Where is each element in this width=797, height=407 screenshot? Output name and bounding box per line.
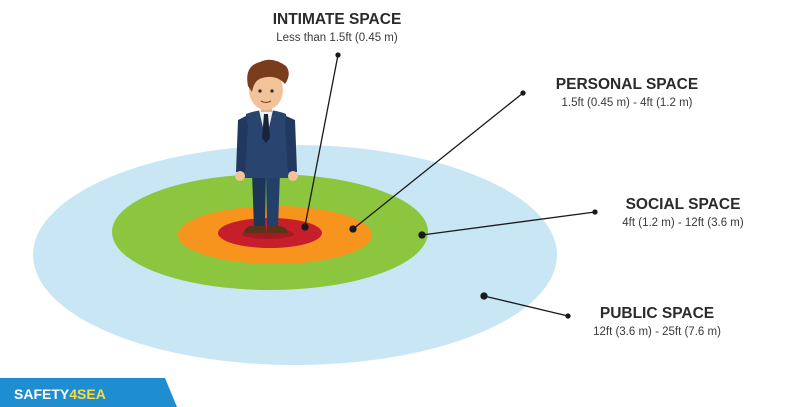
right-hand	[288, 171, 298, 181]
public-pointer-dot	[480, 292, 488, 300]
intimate-pointer-dot	[301, 223, 309, 231]
logo-text-part2: 4SEA	[69, 386, 106, 402]
public-space-range: 12ft (3.6 m) - 25ft (7.6 m)	[593, 326, 721, 338]
jacket	[242, 110, 292, 178]
public-pointer-end	[565, 313, 571, 319]
right-shoe	[267, 226, 288, 233]
social-space-range: 4ft (1.2 m) - 12ft (3.6 m)	[622, 217, 744, 229]
personal-pointer-dot	[349, 225, 357, 233]
public-pointer-line	[483, 295, 569, 317]
man-standing-figure	[235, 59, 298, 239]
mouth	[260, 100, 272, 104]
intimate-pointer-line	[304, 54, 339, 227]
personal-pointer-line	[352, 92, 524, 230]
left-hand	[235, 171, 245, 181]
intimate-pointer-end	[335, 52, 341, 58]
intimate-space-title: INTIMATE SPACE	[273, 11, 402, 28]
logo-text-part1: SAFETY	[14, 386, 70, 402]
personal-space-title: PERSONAL SPACE	[556, 76, 698, 93]
right-eye	[270, 89, 274, 93]
hair	[247, 59, 289, 92]
right-leg	[266, 172, 280, 228]
social-space-title: SOCIAL SPACE	[626, 196, 741, 213]
public-space-title: PUBLIC SPACE	[600, 305, 714, 322]
social-pointer-line	[421, 211, 596, 236]
safety4sea-logo: SAFETY4SEA	[0, 378, 177, 407]
left-shoe	[244, 226, 266, 233]
social-pointer-end	[592, 209, 598, 215]
intimate-space-range: Less than 1.5ft (0.45 m)	[276, 32, 398, 44]
personal-space-range: 1.5ft (0.45 m) - 4ft (1.2 m)	[561, 97, 692, 109]
logo-text: SAFETY4SEA	[14, 386, 106, 402]
right-arm	[285, 116, 297, 172]
logo-banner	[0, 378, 177, 407]
personal-pointer-end	[520, 90, 526, 96]
left-leg	[252, 172, 266, 228]
left-eye	[258, 89, 262, 93]
tie	[262, 114, 270, 143]
left-arm	[236, 116, 248, 172]
social-pointer-dot	[418, 231, 426, 239]
